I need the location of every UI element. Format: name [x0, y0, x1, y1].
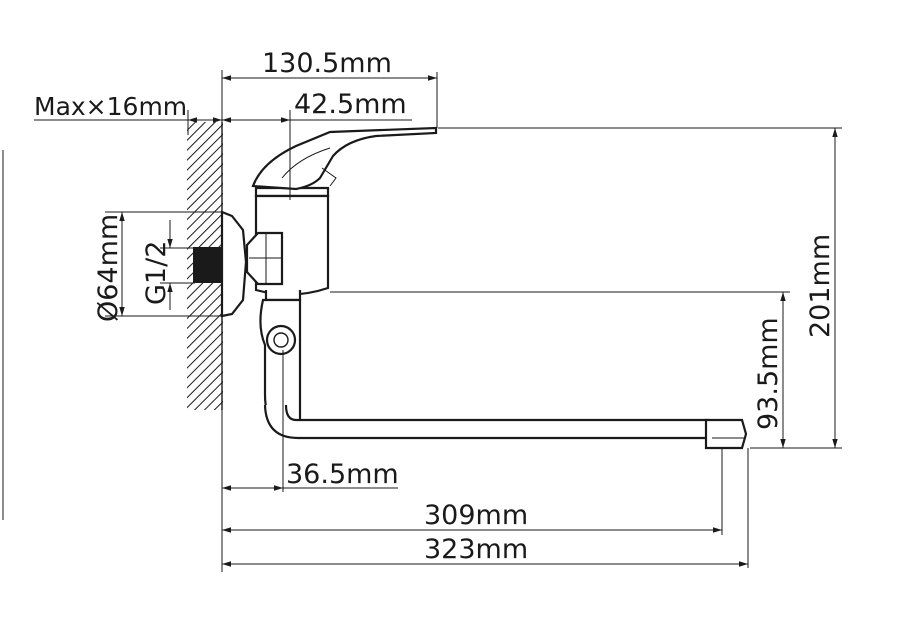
- faucet-body: [245, 126, 748, 450]
- dim-130-5-label: 130.5mm: [262, 48, 392, 79]
- thread-pipe: [193, 247, 223, 283]
- wall-flange: [220, 210, 248, 318]
- dim-36-5-label: 36.5mm: [286, 459, 399, 490]
- dim-g12-label: G1/2: [141, 241, 172, 305]
- dim-323-label: 323mm: [424, 534, 528, 565]
- dim-d64-label: Ø64mm: [93, 214, 124, 322]
- dim-309-label: 309mm: [424, 500, 528, 531]
- dim-42-5-label: 42.5mm: [294, 89, 407, 120]
- dim-201-label: 201mm: [805, 234, 836, 338]
- dim-93-5-label: 93.5mm: [753, 317, 784, 430]
- dim-max16-label: Max×16mm: [34, 92, 187, 121]
